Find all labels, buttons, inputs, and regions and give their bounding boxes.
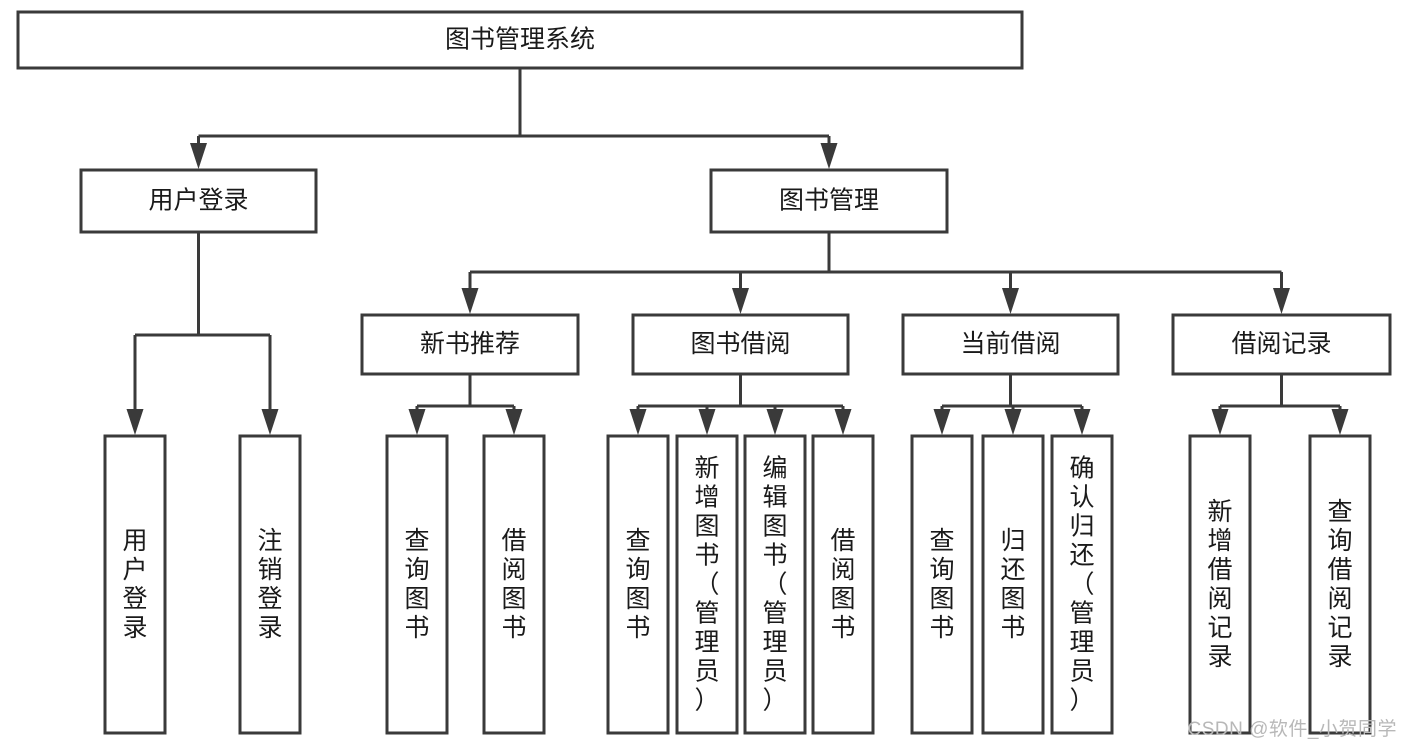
node-leaf-user-login[interactable]: 用户登录 — [103, 434, 167, 735]
node-label-leaf-rcd-add: 新增借阅记录 — [1207, 498, 1232, 671]
node-box-leaf-rec-query[interactable] — [385, 434, 449, 735]
connector-group — [629, 374, 852, 435]
node-label-current-borrow: 当前借阅 — [960, 330, 1060, 358]
node-box-book-borrow[interactable] — [631, 313, 850, 376]
node-box-leaf-cur-query[interactable] — [910, 434, 974, 735]
arrow-head-icon — [933, 409, 951, 435]
node-leaf-rcd-add[interactable]: 新增借阅记录 — [1188, 434, 1252, 735]
connector-group — [1211, 374, 1349, 435]
arrow-head-icon — [408, 409, 426, 435]
node-label-leaf-borrow-query: 查询图书 — [625, 527, 650, 642]
node-book-borrow[interactable]: 图书借阅 — [631, 313, 850, 376]
connector-group — [933, 374, 1091, 435]
node-leaf-cur-confirm[interactable]: 确认归还（管理员） — [1050, 434, 1114, 735]
arrow-head-icon — [1073, 409, 1091, 435]
node-label-leaf-cur-return: 归还图书 — [1000, 527, 1025, 642]
node-box-leaf-user-logout[interactable] — [238, 434, 302, 735]
node-label-leaf-borrow-edit: 编辑图书（管理员） — [762, 455, 787, 715]
node-leaf-borrow-borrow[interactable]: 借阅图书 — [811, 434, 875, 735]
node-box-leaf-borrow-borrow[interactable] — [811, 434, 875, 735]
connector-group — [190, 68, 838, 169]
node-book-manage[interactable]: 图书管理 — [709, 168, 949, 234]
node-borrow-record[interactable]: 借阅记录 — [1171, 313, 1392, 376]
connector-layer — [126, 68, 1349, 435]
node-layer: 图书管理系统用户登录图书管理新书推荐图书借阅当前借阅借阅记录用户登录注销登录查询… — [16, 10, 1392, 735]
node-label-leaf-cur-confirm: 确认归还（管理员） — [1069, 455, 1094, 715]
node-current-borrow[interactable]: 当前借阅 — [901, 313, 1120, 376]
node-label-leaf-rec-borrow: 借阅图书 — [501, 527, 526, 642]
node-leaf-borrow-query[interactable]: 查询图书 — [606, 434, 670, 735]
node-box-leaf-borrow-query[interactable] — [606, 434, 670, 735]
node-box-leaf-user-login[interactable] — [103, 434, 167, 735]
node-box-book-manage[interactable] — [709, 168, 949, 234]
arrow-head-icon — [461, 288, 479, 314]
arrow-head-icon — [629, 409, 647, 435]
node-label-root: 图书管理系统 — [445, 26, 595, 54]
node-leaf-cur-query[interactable]: 查询图书 — [910, 434, 974, 735]
node-label-leaf-borrow-borrow: 借阅图书 — [830, 527, 855, 642]
arrow-head-icon — [505, 409, 523, 435]
arrow-head-icon — [126, 409, 144, 435]
node-box-leaf-cur-return[interactable] — [981, 434, 1045, 735]
node-box-leaf-rcd-query[interactable] — [1308, 434, 1372, 735]
arrow-head-icon — [834, 409, 852, 435]
node-leaf-user-logout[interactable]: 注销登录 — [238, 434, 302, 735]
arrow-head-icon — [1002, 288, 1019, 314]
node-user-login[interactable]: 用户登录 — [79, 168, 318, 234]
arrow-head-icon — [261, 409, 279, 435]
node-box-leaf-rec-borrow[interactable] — [482, 434, 546, 735]
arrow-head-icon — [1211, 409, 1229, 435]
node-label-leaf-user-logout: 注销登录 — [257, 527, 282, 642]
node-leaf-rec-borrow[interactable]: 借阅图书 — [482, 434, 546, 735]
node-label-leaf-rec-query: 查询图书 — [404, 527, 429, 642]
node-box-user-login[interactable] — [79, 168, 318, 234]
node-box-leaf-rcd-add[interactable] — [1188, 434, 1252, 735]
node-leaf-borrow-edit[interactable]: 编辑图书（管理员） — [743, 434, 807, 735]
node-label-book-borrow: 图书借阅 — [690, 330, 790, 358]
node-leaf-borrow-add[interactable]: 新增图书（管理员） — [675, 434, 739, 735]
connector-group — [126, 232, 279, 435]
node-label-book-manage: 图书管理 — [779, 187, 879, 215]
connector-group — [461, 232, 1290, 314]
node-box-borrow-record[interactable] — [1171, 313, 1392, 376]
node-label-leaf-user-login: 用户登录 — [122, 527, 147, 642]
node-root[interactable]: 图书管理系统 — [16, 10, 1024, 70]
arrow-head-icon — [1273, 288, 1290, 314]
node-label-leaf-rcd-query: 查询借阅记录 — [1327, 498, 1352, 671]
arrow-head-icon — [698, 409, 716, 435]
arrow-head-icon — [190, 143, 207, 169]
arrow-head-icon — [732, 288, 749, 314]
node-new-book-rec[interactable]: 新书推荐 — [360, 313, 580, 376]
node-label-new-book-rec: 新书推荐 — [420, 330, 520, 358]
node-box-leaf-cur-confirm[interactable] — [1050, 434, 1114, 735]
node-label-leaf-cur-query: 查询图书 — [929, 527, 954, 642]
node-label-borrow-record: 借阅记录 — [1231, 330, 1331, 358]
node-label-leaf-borrow-add: 新增图书（管理员） — [694, 455, 719, 715]
node-label-user-login: 用户登录 — [148, 187, 248, 215]
arrow-head-icon — [820, 143, 838, 169]
arrow-head-icon — [1331, 409, 1349, 435]
arrow-head-icon — [766, 409, 784, 435]
node-box-current-borrow[interactable] — [901, 313, 1120, 376]
connector-group — [408, 374, 523, 435]
node-leaf-cur-return[interactable]: 归还图书 — [981, 434, 1045, 735]
node-leaf-rcd-query[interactable]: 查询借阅记录 — [1308, 434, 1372, 735]
arrow-head-icon — [1004, 409, 1022, 435]
node-box-leaf-borrow-add[interactable] — [675, 434, 739, 735]
node-box-root[interactable] — [16, 10, 1024, 70]
node-leaf-rec-query[interactable]: 查询图书 — [385, 434, 449, 735]
node-box-new-book-rec[interactable] — [360, 313, 580, 376]
node-box-leaf-borrow-edit[interactable] — [743, 434, 807, 735]
